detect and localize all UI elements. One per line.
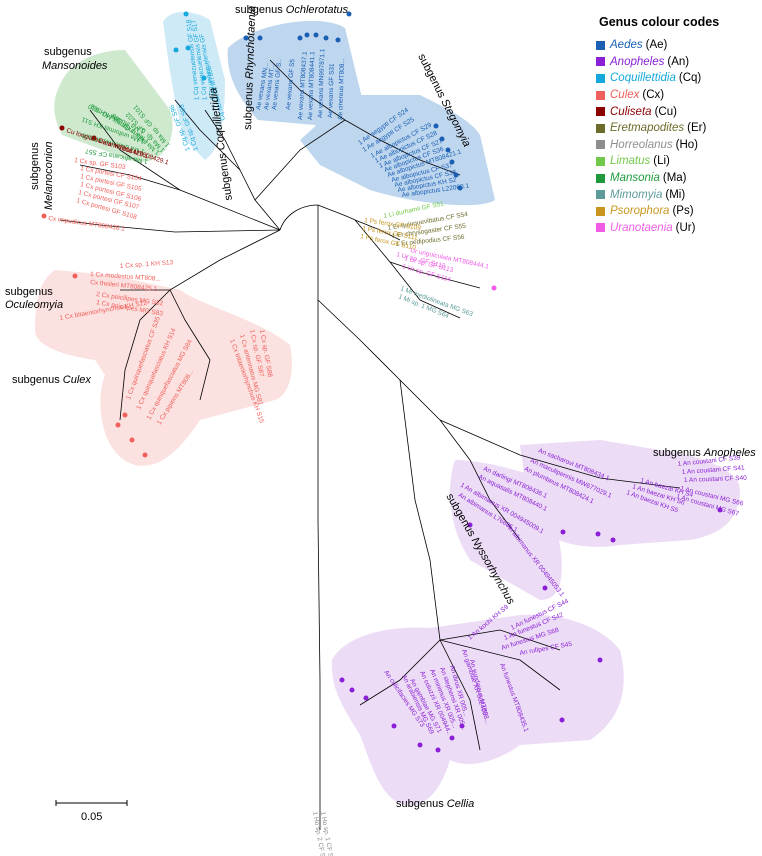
legend-item: Uranotaenia(Ur)	[596, 220, 756, 237]
legend-abbr: (Er)	[687, 122, 707, 135]
tip-label: 1 An coustani CF S41	[682, 465, 746, 476]
legend-item: Coquillettidia(Cq)	[596, 70, 756, 87]
clade-label-mansonoides: Mansonoides	[42, 60, 108, 72]
legend-genus: Coquillettidia	[610, 72, 676, 85]
legend-swatch	[596, 223, 605, 233]
legend-abbr: (An)	[667, 55, 690, 68]
legend-item: Mimomyia(Mi)	[596, 186, 756, 203]
melanoconion-labels: 1 Cx portesi CF S104 1 Cx portesi GF S10…	[48, 157, 143, 233]
legend-genus: Culex	[610, 89, 640, 102]
ochlerotatus-labels: Ae vexans MN... Ae vexans MT... Ae vexan…	[255, 48, 346, 120]
legend-swatch	[596, 173, 605, 183]
highlight-culex	[35, 270, 292, 466]
clade-label-melanoconion-prefix: subgenus	[29, 142, 41, 190]
legend-genus: Psorophora	[610, 205, 670, 218]
legend-swatch	[596, 90, 605, 100]
clade-label-culex: subgenus Culex	[12, 374, 91, 386]
mimomyia-labels: 1 Mi mediolineata MG S63 1 Mi sp. 1 MG S…	[397, 285, 474, 320]
legend-genus: Eretmapodites	[610, 122, 685, 135]
legend-swatch	[596, 190, 605, 200]
legend-abbr: (Cu)	[654, 105, 677, 118]
tip-label: Ae vexans MT808441.1	[307, 51, 316, 120]
legend-genus: Mansonia	[610, 172, 660, 185]
tip-label: Ae vexans MT808437.1	[297, 51, 309, 120]
legend-swatch	[596, 206, 605, 216]
legend-item: Mansonia(Ma)	[596, 170, 756, 187]
highlight-nyssorhynchus	[450, 460, 562, 600]
legend-item: Psorophora(Ps)	[596, 203, 756, 220]
legend-abbr: (Ma)	[662, 172, 687, 185]
legend-genus: Aedes	[610, 39, 643, 52]
clade-label-ochlerotatus: subgenus Ochlerotatus	[235, 4, 349, 16]
tip-label: Ae cinereus MT808...	[337, 58, 346, 120]
clade-label-oculeomyia: Oculeomyia	[5, 299, 63, 311]
legend-item: Culiseta(Cu)	[596, 103, 756, 120]
horreolanus-labels: 1 Ho sp. 1 CF S34 1 Ho sp. 2 CF S34	[311, 811, 335, 856]
tip-label: Cx impudicus MT808438.1	[48, 215, 126, 233]
legend-item: Anopheles(An)	[596, 54, 756, 71]
legend-genus: Anopheles	[610, 55, 665, 68]
legend-swatch	[596, 57, 605, 67]
tip-label: Ae vexans MN997871.1	[317, 48, 326, 118]
legend-swatch	[596, 156, 605, 166]
clade-label-cellia: subgenus Cellia	[396, 798, 474, 810]
tip-label: 1 Cx sp. 1 KH S13	[120, 259, 174, 270]
highlight-cellia	[331, 614, 624, 806]
legend-abbr: (Ho)	[675, 138, 699, 151]
clade-label-anopheles: subgenus Anopheles	[653, 447, 756, 459]
legend-abbr: (Mi)	[665, 188, 686, 201]
legend-item: Culex(Cx)	[596, 87, 756, 104]
legend-item: Aedes(Ae)	[596, 37, 756, 54]
clade-label-melanoconion: Melanoconion	[43, 142, 55, 211]
tip-label: 1 An coustani CF S40	[684, 475, 747, 484]
legend-abbr: (Cx)	[642, 89, 665, 102]
highlight-anopheles	[520, 440, 740, 547]
legend-abbr: (Li)	[653, 155, 670, 168]
legend-item: Horreolanus(Ho)	[596, 137, 756, 154]
legend-swatch	[596, 73, 605, 83]
highlight-ochlerotatus	[227, 20, 365, 130]
legend-items: Aedes(Ae) Anopheles(An) Coquillettidia(C…	[596, 37, 756, 236]
legend-item: Limatus(Li)	[596, 153, 756, 170]
clade-label-mansonoides-prefix: subgenus	[44, 46, 92, 58]
tip-label: Ae vexans GF S31	[327, 63, 336, 118]
highlight-mansonoides	[54, 50, 173, 162]
legend-genus: Uranotaenia	[610, 221, 673, 234]
legend-swatch	[596, 107, 605, 117]
highlight-coquillettidia	[163, 12, 225, 160]
uranotaenia-labels: Ur unguiculata MT808444.1 1 Ur sp. GF S1…	[396, 247, 490, 284]
legend-genus: Mimomyia	[610, 188, 663, 201]
legend-swatch	[596, 140, 605, 150]
genus-legend: Genus colour codes Aedes(Ae) Anopheles(A…	[596, 15, 756, 236]
legend-genus: Culiseta	[610, 105, 652, 118]
clade-label-rhynchotaenia: subgenus Rhynchotaenia	[242, 6, 258, 131]
tree-branches	[59, 59, 681, 830]
legend-genus: Horreolanus	[610, 138, 673, 151]
legend-item: Eretmapodites(Er)	[596, 120, 756, 137]
legend-genus: Limatus	[610, 155, 651, 168]
legend-abbr: (Ps)	[672, 205, 694, 218]
legend-abbr: (Ur)	[675, 221, 696, 234]
tip-label: 1 Cx modestus MT808...	[90, 271, 161, 283]
tip-dots	[41, 11, 723, 753]
legend-swatch	[596, 40, 605, 50]
legend-swatch	[596, 123, 605, 133]
tip-label: Ae vexans GF S5	[285, 58, 296, 110]
scale-bar: 0.05	[55, 800, 128, 823]
legend-title: Genus colour codes	[599, 15, 720, 29]
clade-label-oculeomyia-prefix: subgenus	[5, 286, 53, 298]
scale-bar-label: 0.05	[81, 811, 102, 823]
legend-abbr: (Ae)	[645, 39, 668, 52]
legend-abbr: (Cq)	[678, 72, 702, 85]
